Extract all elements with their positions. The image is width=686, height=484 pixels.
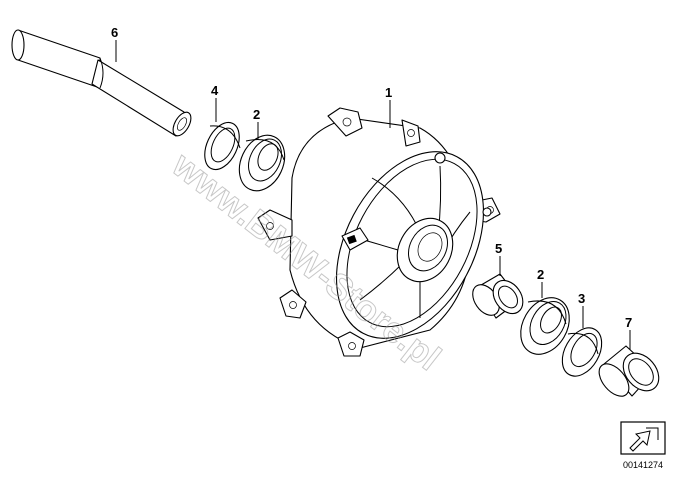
callout-6: 6: [111, 25, 118, 40]
callout-1: 1: [385, 85, 392, 100]
part-5-spacer-sleeve: [472, 273, 524, 319]
callout-3: 3: [578, 291, 585, 306]
part-1-wheel-hub: [257, 107, 501, 357]
callout-7: 7: [625, 315, 632, 330]
part-4-seal-ring: [204, 121, 241, 171]
arrow-badge-icon: [620, 421, 666, 455]
callout-4: 4: [211, 83, 219, 98]
callout-5: 5: [495, 241, 502, 256]
part-6-shaft: [11, 29, 192, 137]
part-3-seal-ring: [561, 327, 603, 377]
part-7-bushing: [598, 345, 660, 397]
callout-2-left: 2: [253, 107, 260, 122]
callout-2-right: 2: [537, 267, 544, 282]
reference-number: 00141274: [623, 460, 663, 470]
part-2-bearing-left: [238, 134, 286, 192]
callout-lead-lines: [115, 40, 631, 350]
part-2-bearing-right: [520, 297, 570, 355]
